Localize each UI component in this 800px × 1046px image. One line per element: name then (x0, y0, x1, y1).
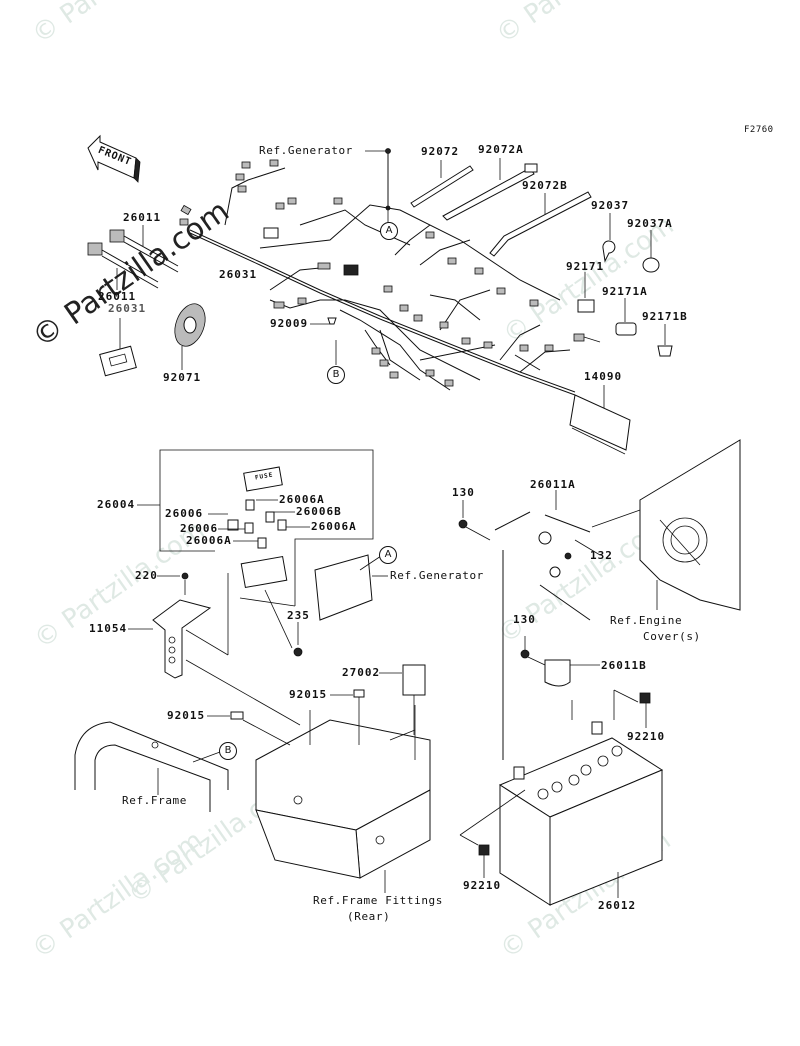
part-label-92015-a[interactable]: 92015 (289, 688, 328, 701)
part-label-92171B[interactable]: 92171B (642, 310, 688, 323)
clip-27002 (379, 664, 426, 735)
engine-cover (639, 439, 741, 611)
clip-92009 (310, 317, 337, 365)
part-label-92071[interactable]: 92071 (163, 371, 202, 384)
figure-id: F2760 (744, 125, 774, 135)
part-label-220[interactable]: 220 (135, 569, 158, 582)
part-label-92015-b[interactable]: 92015 (167, 709, 206, 722)
cover-14090 (569, 385, 631, 455)
cable-tie-92072 (410, 160, 474, 208)
nut-92015-b (207, 711, 291, 746)
clip-92171 (577, 272, 595, 313)
ref-frame-fittings-label-line2: (Rear) (347, 910, 391, 923)
ref-generator-label: Ref.Generator (259, 144, 353, 157)
ref-frame-label: Ref.Frame (122, 794, 188, 807)
part-label-235[interactable]: 235 (287, 609, 310, 622)
part-label-92210-bottom[interactable]: 92210 (463, 879, 502, 892)
lead-26011B (520, 566, 600, 720)
part-label-26031-module[interactable]: 26031 (108, 302, 147, 315)
part-label-92072[interactable]: 92072 (421, 145, 460, 158)
nut-92015-a (330, 689, 365, 745)
bolt-235 (293, 622, 303, 657)
clamp-92037A (642, 230, 660, 273)
callout-b-frame: B (219, 742, 237, 760)
frame (74, 721, 229, 812)
part-label-130-top[interactable]: 130 (452, 486, 475, 499)
cable-tie-92072A (442, 158, 538, 221)
part-label-26011B[interactable]: 26011B (601, 659, 647, 672)
callout-a-mid: A (379, 546, 397, 564)
part-label-26006A-2[interactable]: 26006A (311, 520, 357, 533)
part-label-132[interactable]: 132 (590, 549, 613, 562)
clip-92171A (615, 298, 637, 336)
part-label-92210-right[interactable]: 92210 (627, 730, 666, 743)
front-arrow-icon (87, 134, 141, 183)
nut-92210-bottom (478, 844, 490, 878)
ref-engine-cover-label-line2: Cover(s) (643, 630, 701, 643)
bracket-11054 (128, 599, 301, 726)
part-label-92037A[interactable]: 92037A (627, 217, 673, 230)
part-label-92037[interactable]: 92037 (591, 199, 630, 212)
part-label-92171[interactable]: 92171 (566, 260, 605, 273)
battery-26012 (459, 721, 664, 906)
nut-92210-right (613, 689, 651, 728)
part-label-92072A[interactable]: 92072A (478, 143, 524, 156)
part-label-11054[interactable]: 11054 (89, 622, 128, 635)
part-label-26004[interactable]: 26004 (97, 498, 136, 511)
clamp-92037 (602, 213, 616, 263)
lead-26011A (494, 490, 641, 560)
module-26031 (99, 318, 137, 377)
ref-engine-cover-label-line1: Ref.Engine (610, 614, 683, 627)
part-label-26006-b[interactable]: 26006 (180, 522, 219, 535)
part-label-14090[interactable]: 14090 (584, 370, 623, 383)
screw-220 (157, 572, 189, 595)
part-label-26011A[interactable]: 26011A (530, 478, 576, 491)
callout-b: B (327, 366, 345, 384)
grommet-92071 (174, 303, 206, 370)
part-label-130-mid[interactable]: 130 (513, 613, 536, 626)
part-label-26006-a[interactable]: 26006 (165, 507, 204, 520)
part-label-92171A[interactable]: 92171A (602, 285, 648, 298)
callout-a: A (380, 222, 398, 240)
bolt-130-top (458, 500, 504, 760)
part-label-26006A-3[interactable]: 26006A (186, 534, 232, 547)
part-label-26006B[interactable]: 26006B (296, 505, 342, 518)
battery-tray (255, 705, 431, 893)
fuse-kit-outline-26004 (137, 449, 374, 655)
part-label-26011[interactable]: 26011 (123, 211, 162, 224)
part-label-26012[interactable]: 26012 (598, 899, 637, 912)
part-label-27002[interactable]: 27002 (342, 666, 381, 679)
clip-92171B (657, 324, 673, 357)
ref-generator-label-mid: Ref.Generator (390, 569, 484, 582)
wiring-harness-26031 (179, 159, 601, 396)
cable-tie-92072B (489, 191, 592, 257)
generator-bolt-leader (365, 148, 391, 222)
part-label-92009[interactable]: 92009 (270, 317, 309, 330)
lead-wire-26011 (87, 225, 179, 290)
regulator (314, 554, 388, 621)
part-label-26031[interactable]: 26031 (219, 268, 258, 281)
part-label-92072B[interactable]: 92072B (522, 179, 568, 192)
ref-frame-fittings-label-line1: Ref.Frame Fittings (313, 894, 444, 907)
part-label-26006A-1[interactable]: 26006A (279, 493, 325, 506)
part-label-26011-lower[interactable]: 26011 (98, 290, 137, 303)
